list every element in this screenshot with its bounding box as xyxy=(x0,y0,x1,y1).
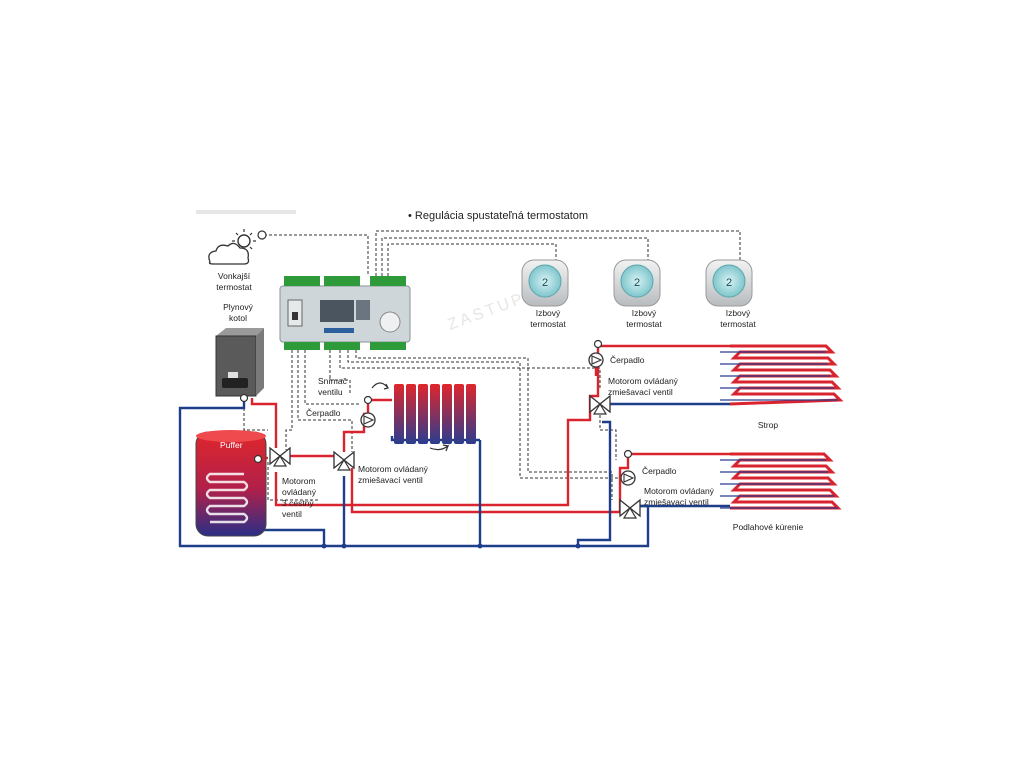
svg-text:2: 2 xyxy=(634,277,640,289)
room-thermostat-1-label-2: termostat xyxy=(530,319,566,329)
valve-sensor-label-1: Snímač xyxy=(318,376,348,386)
pump-ceiling-icon xyxy=(588,339,604,368)
svg-text:2: 2 xyxy=(542,277,548,289)
svg-text:2: 2 xyxy=(726,277,732,289)
mixing-valve-mid-icon xyxy=(333,450,355,471)
pipe-junctions xyxy=(321,543,581,549)
three-way-valve-label-4: ventil xyxy=(282,509,302,519)
pump-left-label: Čerpadlo xyxy=(306,408,341,418)
terminal-blocks-top xyxy=(284,276,406,286)
three-way-valve-label-1: Motorom xyxy=(282,476,316,486)
three-way-valve-label-3: 3 cestný xyxy=(282,498,314,508)
pump-floor-label: Čerpadlo xyxy=(642,466,677,476)
mixing-valve-floor-icon xyxy=(619,498,641,519)
header-caption: • Regulácia spustateľná termostatom xyxy=(408,210,588,222)
gas-boiler-label-1: Plynový xyxy=(223,302,254,312)
room-thermostat-3-label-1: Izbový xyxy=(726,308,751,318)
valve-sensor-label-2: ventilu xyxy=(318,387,343,397)
pump-floor-icon xyxy=(620,449,636,486)
room-thermostat-1-label-1: Izbový xyxy=(536,308,561,318)
controller-unit xyxy=(279,276,411,350)
radiator-icon xyxy=(394,384,476,452)
terminal-blocks-bottom xyxy=(284,342,406,350)
mixing-valve-ceiling-icon xyxy=(589,394,611,415)
floor-heating-panels xyxy=(720,452,842,510)
header-bar xyxy=(196,210,296,214)
mixing-valve-floor-label-2: zmiešavací ventil xyxy=(644,497,709,507)
mixing-valve-mid-label-1: Motorom ovládaný xyxy=(358,464,429,474)
room-thermostat-icon-3: 2 xyxy=(705,259,753,307)
mixing-valve-floor-label-1: Motorom ovládaný xyxy=(644,486,715,496)
mixing-valve-mid-label-2: zmiešavací ventil xyxy=(358,475,423,485)
pump-left-icon xyxy=(360,395,376,428)
floor-heating-label: Podlahové kúrenie xyxy=(733,522,804,532)
room-thermostat-3-label-2: termostat xyxy=(720,319,756,329)
room-thermostat-icon-2: 2 xyxy=(613,259,661,307)
valve-sensor-icon xyxy=(371,382,389,390)
outdoor-thermostat-label-1: Vonkajší xyxy=(218,271,251,281)
gas-boiler-label-2: kotol xyxy=(229,313,247,323)
ceiling-panels xyxy=(720,344,844,406)
ceiling-label: Strop xyxy=(758,420,779,430)
three-way-valve-icon xyxy=(269,446,291,467)
room-thermostat-2-label-1: Izbový xyxy=(632,308,657,318)
outdoor-thermostat-label-2: termostat xyxy=(216,282,252,292)
mixing-valve-ceiling-label-1: Motorom ovládaný xyxy=(608,376,679,386)
outdoor-thermostat-icon xyxy=(208,229,267,265)
puffer-label: Puffer xyxy=(220,440,243,450)
mixing-valve-ceiling-label-2: zmiešavací ventil xyxy=(608,387,673,397)
room-thermostat-2-label-2: termostat xyxy=(626,319,662,329)
pump-ceiling-label: Čerpadlo xyxy=(610,355,645,365)
room-thermostat-icon-1: 2 xyxy=(521,259,569,307)
three-way-valve-label-2: ovládaný xyxy=(282,487,317,497)
puffer-tank-icon xyxy=(195,430,267,537)
gas-boiler-icon xyxy=(215,328,264,403)
